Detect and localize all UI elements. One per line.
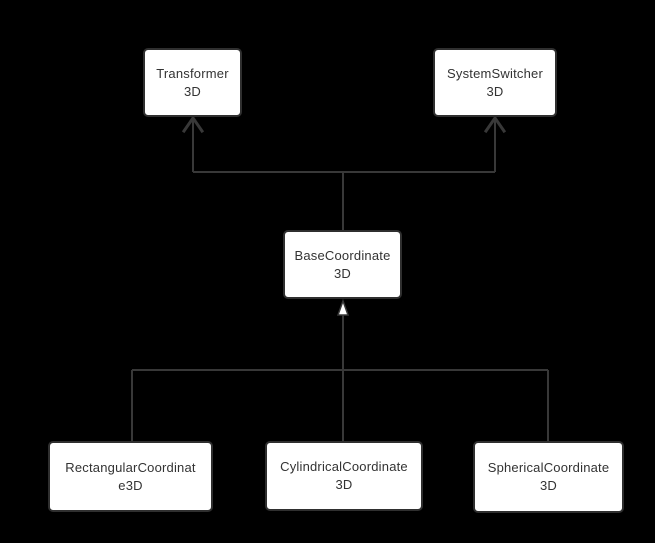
node-systemswitcher3d[interactable]: SystemSwitcher 3D [433,48,557,117]
node-label-line: 3D [539,478,558,493]
node-label-line: e3D [118,477,143,493]
node-transformer3d[interactable]: Transformer 3D [143,48,242,117]
node-label-line: RectangularCoordinat [65,459,196,475]
edge-arrowhead-open-systemswitcher [483,115,507,134]
node-sphericalcoordinate3d[interactable]: SphericalCoordinate 3D [473,441,624,513]
edge-arrowhead-hollow-triangle [336,298,350,316]
node-label-line: 3D [183,83,202,99]
node-basecoordinate3d[interactable]: BaseCoordinate 3D [283,230,402,299]
node-label-line: 3D [333,265,352,281]
node-label-line: CylindricalCoordinate [280,459,408,474]
node-cylindricalcoordinate3d[interactable]: CylindricalCoordinate 3D [265,441,423,511]
edge-arrowhead-open-transformer [181,115,205,134]
node-label-line: SystemSwitcher [447,65,543,81]
node-label-line: 3D [486,83,504,99]
node-label-line: 3D [335,477,353,492]
node-label-line: SphericalCoordinate [487,460,610,475]
node-rectangularcoordinate3d[interactable]: RectangularCoordinat e3D [48,441,213,512]
node-label-line: Transformer [156,65,229,81]
node-label-line: BaseCoordinate [294,247,391,263]
